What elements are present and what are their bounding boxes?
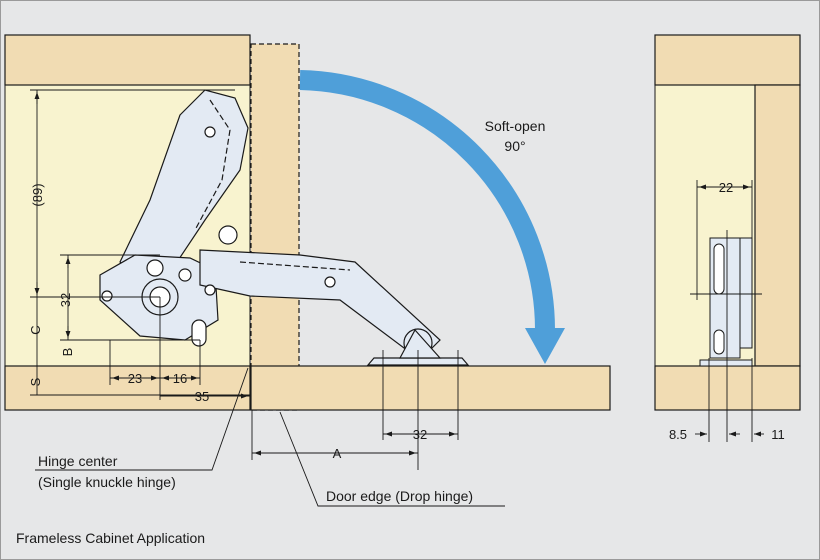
detail-top-panel — [654, 34, 801, 86]
dim-16: 16 — [173, 371, 187, 386]
dim-C: C — [28, 325, 43, 334]
door-panel-closed — [250, 43, 300, 411]
left-cabinet — [4, 34, 611, 411]
dimension-labels-bottom: 32 A — [333, 427, 428, 461]
dim-11: 11 — [771, 427, 785, 442]
dim-8-5: 8.5 — [669, 427, 687, 442]
door-panel-open — [250, 365, 611, 411]
rotation-arrow-icon — [299, 70, 565, 364]
callout-leaders — [35, 367, 505, 507]
dimension-labels-right: 22 8.5 11 — [669, 180, 785, 442]
dim-B: B — [60, 348, 75, 357]
dim-32-bottom: 32 — [413, 427, 427, 442]
soft-open-label: Soft-open — [485, 118, 546, 134]
dim-32-vertical: 32 — [58, 293, 73, 307]
dimension-lines-right — [690, 180, 764, 442]
door-edge-label: Door edge (Drop hinge) — [326, 488, 473, 504]
dimension-labels-left: (89) 32 C B S 23 16 35 — [28, 183, 209, 404]
dim-89: (89) — [30, 183, 45, 206]
soft-open-angle: 90° — [504, 138, 525, 154]
detail-bottom-panel — [654, 365, 801, 411]
hinge-center-sublabel: (Single knuckle hinge) — [38, 474, 176, 490]
dim-35: 35 — [195, 389, 209, 404]
dim-A: A — [333, 446, 342, 461]
hinge-center-label: Hinge center — [38, 453, 118, 469]
caption: Frameless Cabinet Application — [16, 530, 205, 546]
dim-23: 23 — [128, 371, 142, 386]
right-cabinet-detail — [654, 34, 801, 411]
dim-S: S — [28, 377, 43, 386]
dimension-lines-left — [30, 89, 251, 410]
mounting-plate-icon — [366, 328, 470, 366]
cabinet-bottom-panel — [4, 365, 251, 411]
cabinet-top-panel — [4, 34, 251, 86]
dimension-lines-bottom — [251, 350, 459, 470]
dim-22: 22 — [719, 180, 733, 195]
detail-side-panel — [754, 84, 801, 367]
